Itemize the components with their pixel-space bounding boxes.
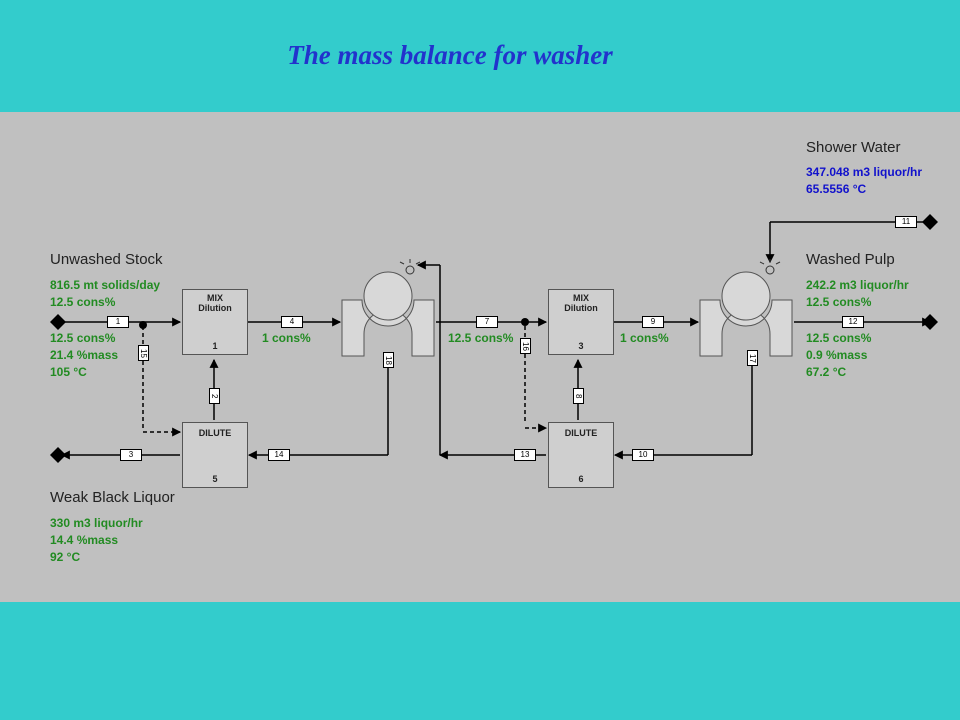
shower-water-line-1: 347.048 m3 liquor/hr bbox=[806, 165, 923, 179]
shower-water-line-2: 65.5556 °C bbox=[806, 182, 867, 196]
unwashed-stock-label: Unwashed Stock bbox=[50, 251, 163, 268]
stream-tag-10[interactable]: 10 bbox=[632, 449, 654, 461]
unwashed-stock-in-line-2: 12.5 cons% bbox=[50, 295, 116, 309]
wbl-line-1: 330 m3 liquor/hr bbox=[50, 516, 143, 530]
unit-number: 5 bbox=[212, 474, 218, 484]
stream-tag-13[interactable]: 13 bbox=[514, 449, 536, 461]
stream-tag-3[interactable]: 3 bbox=[120, 449, 142, 461]
wbl-line-2: 14.4 %mass bbox=[50, 533, 119, 547]
flowsheet-panel bbox=[0, 112, 960, 602]
shower-water-label: Shower Water bbox=[806, 139, 901, 156]
wbl-line-3: 92 °C bbox=[50, 550, 81, 564]
cons-after-washer1: 12.5 cons% bbox=[448, 331, 514, 345]
page-title: The mass balance for washer bbox=[287, 40, 613, 70]
stream-tag-17[interactable]: 17 bbox=[747, 350, 758, 366]
unit-title: MIX bbox=[572, 293, 589, 303]
unit-number: 3 bbox=[578, 341, 584, 351]
washer-2-drum bbox=[699, 271, 793, 357]
stream-tag-11[interactable]: 11 bbox=[895, 216, 917, 228]
unit-title: DILUTE bbox=[198, 428, 232, 438]
washed-pulp-in-line-1: 242.2 m3 liquor/hr bbox=[806, 278, 909, 292]
dilute-unit-6[interactable]: DILUTE 6 bbox=[548, 422, 614, 488]
unit-number: 1 bbox=[212, 341, 218, 351]
stream-tag-2[interactable]: 2 bbox=[209, 388, 220, 404]
stream-tag-8[interactable]: 8 bbox=[573, 388, 584, 404]
washed-pulp-in-line-2: 12.5 cons% bbox=[806, 295, 872, 309]
unit-number: 6 bbox=[578, 474, 584, 484]
unwashed-stock-out-line-1: 12.5 cons% bbox=[50, 331, 116, 345]
washed-pulp-out-line-1: 12.5 cons% bbox=[806, 331, 872, 345]
washed-pulp-out-line-2: 0.9 %mass bbox=[806, 348, 868, 362]
unwashed-stock-out-line-2: 21.4 %mass bbox=[50, 348, 119, 362]
dilute-unit-5[interactable]: DILUTE 5 bbox=[182, 422, 248, 488]
unit-title: DILUTE bbox=[564, 428, 598, 438]
unwashed-stock-in-line-1: 816.5 mt solids/day bbox=[50, 278, 161, 292]
weak-black-liquor-label: Weak Black Liquor bbox=[50, 489, 175, 506]
washed-pulp-out-line-3: 67.2 °C bbox=[806, 365, 847, 379]
stream-tag-14[interactable]: 14 bbox=[268, 449, 290, 461]
stream-tag-4[interactable]: 4 bbox=[281, 316, 303, 328]
unit-subtitle: Dilution bbox=[564, 303, 598, 313]
unit-subtitle: Dilution bbox=[198, 303, 232, 313]
stream-tag-15[interactable]: 15 bbox=[138, 345, 149, 361]
stream-tag-12[interactable]: 12 bbox=[842, 316, 864, 328]
stream-tag-18[interactable]: 18 bbox=[383, 352, 394, 368]
stream-tag-9[interactable]: 9 bbox=[642, 316, 664, 328]
stream-tag-7[interactable]: 7 bbox=[476, 316, 498, 328]
cons-after-mix2: 1 cons% bbox=[620, 331, 669, 345]
washer-1-drum bbox=[341, 271, 435, 357]
stream-tag-1[interactable]: 1 bbox=[107, 316, 129, 328]
flowsheet-lines bbox=[50, 214, 938, 463]
cons-after-mix1: 1 cons% bbox=[262, 331, 311, 345]
stream-tag-16[interactable]: 16 bbox=[520, 338, 531, 354]
unit-title: MIX bbox=[206, 293, 223, 303]
washed-pulp-label: Washed Pulp bbox=[806, 251, 895, 268]
unwashed-stock-out-line-3: 105 °C bbox=[50, 365, 87, 379]
